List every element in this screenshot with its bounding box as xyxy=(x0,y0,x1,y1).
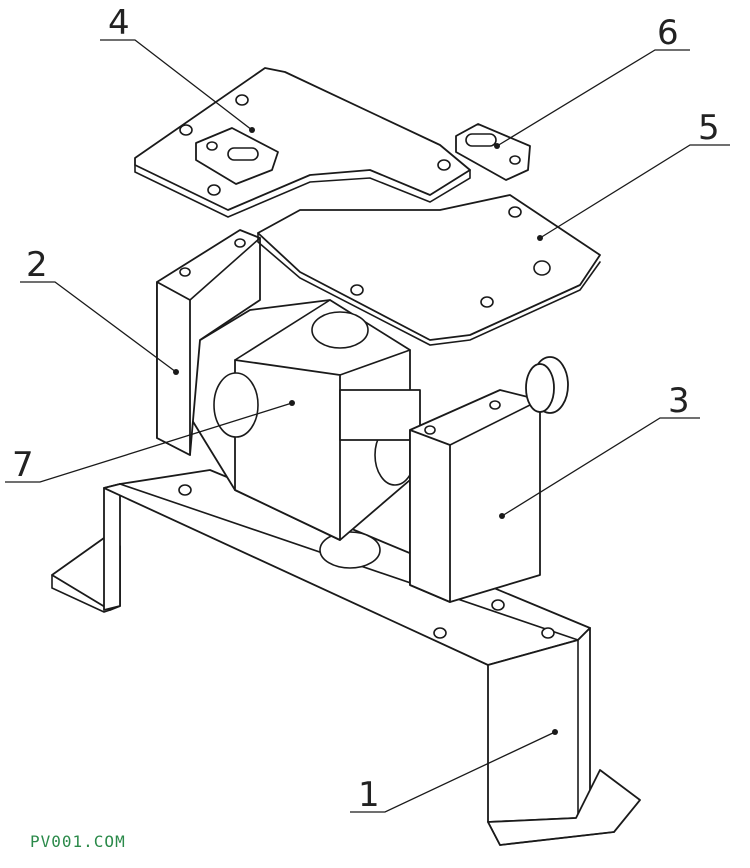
callout-7: 7 xyxy=(12,445,34,485)
watermark: PV001.COM xyxy=(30,832,126,851)
top-clamp-plate xyxy=(257,194,601,346)
right-block xyxy=(409,356,569,603)
callout-1: 1 xyxy=(358,775,380,815)
leader-lines xyxy=(5,39,730,813)
callout-4: 4 xyxy=(108,3,130,43)
center-block xyxy=(191,299,421,541)
callout-5: 5 xyxy=(698,108,720,148)
callout-2: 2 xyxy=(26,245,48,285)
left-upright xyxy=(156,229,261,456)
base-bracket xyxy=(51,469,641,846)
slotted-tab xyxy=(455,123,531,181)
callout-3: 3 xyxy=(668,381,690,421)
upper-plate xyxy=(134,67,471,218)
callout-6: 6 xyxy=(657,13,679,53)
